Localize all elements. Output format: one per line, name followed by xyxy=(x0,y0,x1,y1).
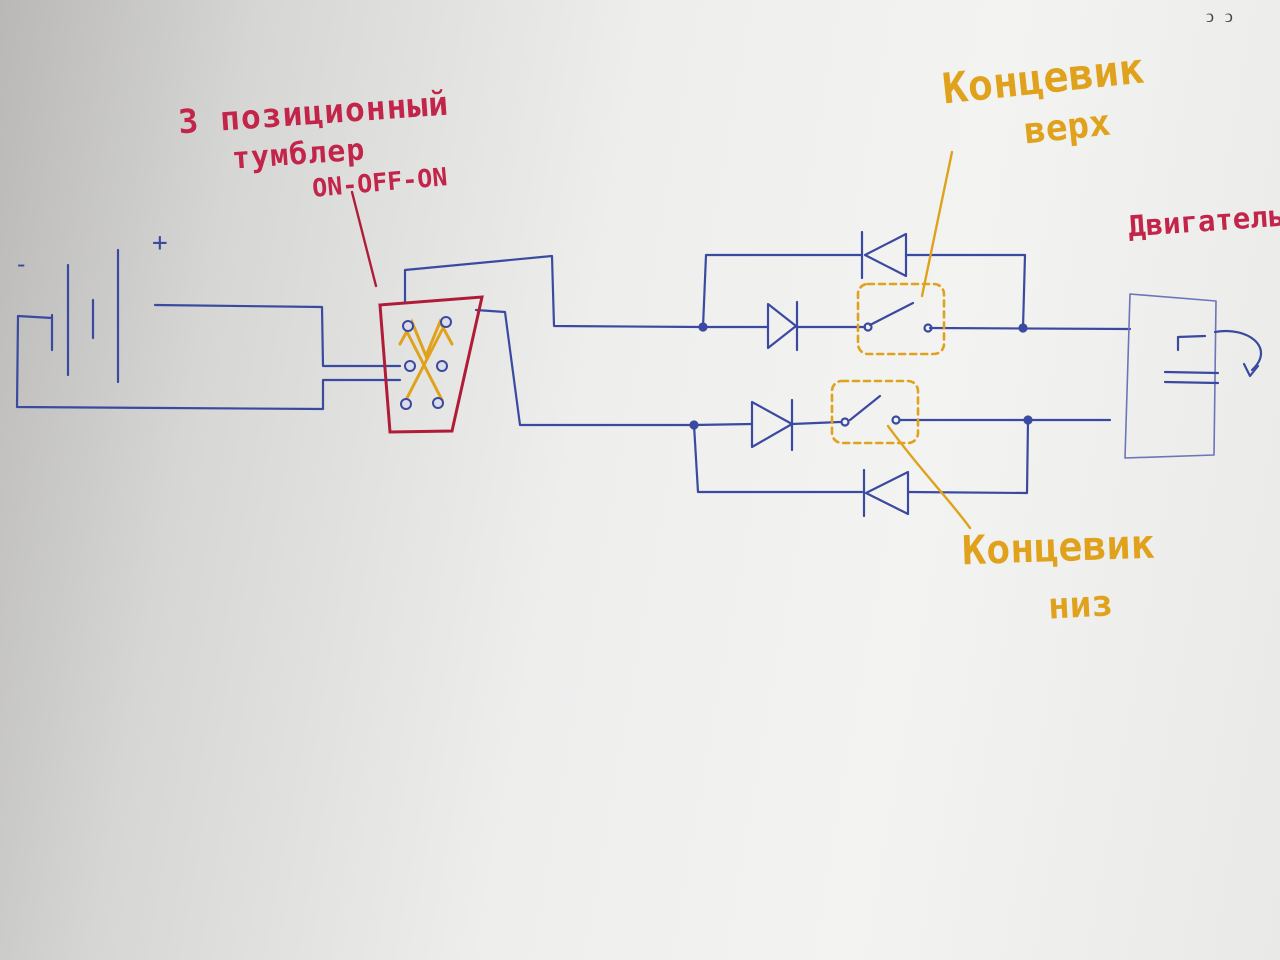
junction-dots xyxy=(689,322,1033,430)
battery-plus-label: + xyxy=(152,228,168,258)
diode-icon xyxy=(766,300,799,352)
limit-bottom-label-line2: низ xyxy=(1046,583,1115,628)
diode-icon xyxy=(862,468,910,518)
switch-leader-line xyxy=(350,190,378,288)
limit-switch-bottom-box xyxy=(830,379,920,445)
switch-to-bottom-network-wire xyxy=(474,308,696,427)
limit-switch-icon xyxy=(863,301,933,333)
motor-icon xyxy=(1124,293,1263,459)
switch-label-line2: тумблер xyxy=(230,132,367,177)
toggle-switch-icon xyxy=(378,295,484,434)
diode-icon xyxy=(750,398,794,452)
battery-wires xyxy=(15,303,402,411)
bottom-network-wires xyxy=(692,418,1112,495)
switch-to-top-network-wire xyxy=(403,254,705,329)
top-network-wires xyxy=(701,253,1132,331)
battery-icon xyxy=(50,248,120,384)
limit-switch-top-box xyxy=(856,282,946,356)
limit-switch-icon xyxy=(840,394,901,427)
limit-top-label-line2: верх xyxy=(1022,102,1113,153)
corner-mark: ↄ ↄ xyxy=(1206,6,1233,27)
limit-bottom-leader-line xyxy=(886,424,972,530)
diode-icon xyxy=(860,230,908,280)
battery-minus-label: - xyxy=(14,250,29,278)
limit-top-leader-line xyxy=(920,150,954,298)
limit-bottom-label-line1: Концевик xyxy=(961,521,1156,575)
